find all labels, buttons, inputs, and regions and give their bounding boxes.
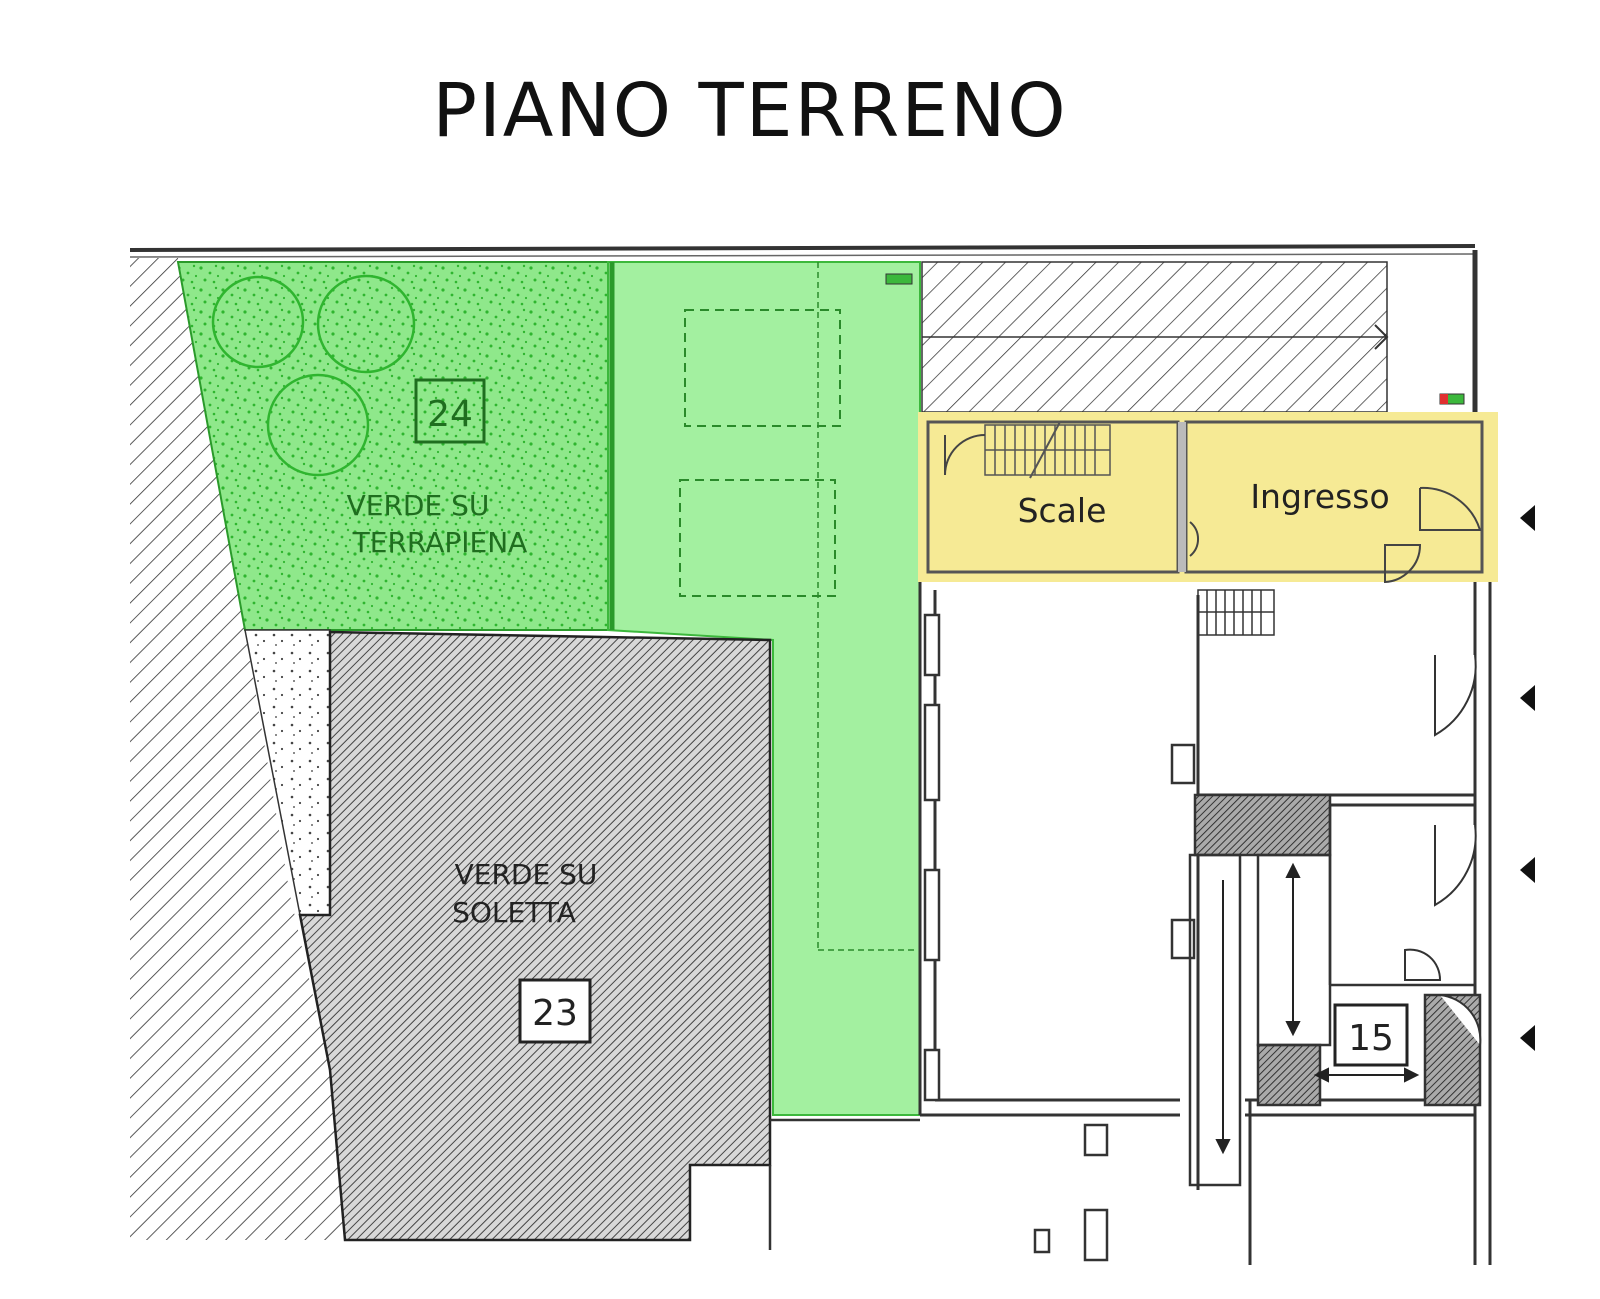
label-15: 15 [1333,1003,1409,1067]
scale-label: Scale [1018,491,1107,530]
ingresso-label: Ingresso [1250,477,1389,516]
svg-text:15: 15 [1348,1018,1394,1059]
verde-soletta-area [298,630,772,1242]
tree-icons [211,274,416,477]
label-24: 24 [414,378,486,444]
label-23: 23 [518,978,592,1044]
verde-soletta-label-line1: VERDE SU [455,858,598,891]
verde-terrapiena-area [176,261,609,631]
verde-terrapiena-label-line1: VERDE SU [347,489,490,522]
verde-terrapiena-label-line2: TERRAPIENA [352,526,528,559]
plan-title: PIANO TERRENO [432,68,1068,154]
verde-soletta-label-line2: SOLETTA [452,896,576,929]
boundary-hatch [130,258,345,1240]
svg-text:24: 24 [427,394,473,435]
svg-text:23: 23 [532,993,578,1034]
entry-arrow-icons [1520,505,1535,1051]
green-strip-area [607,261,921,1116]
